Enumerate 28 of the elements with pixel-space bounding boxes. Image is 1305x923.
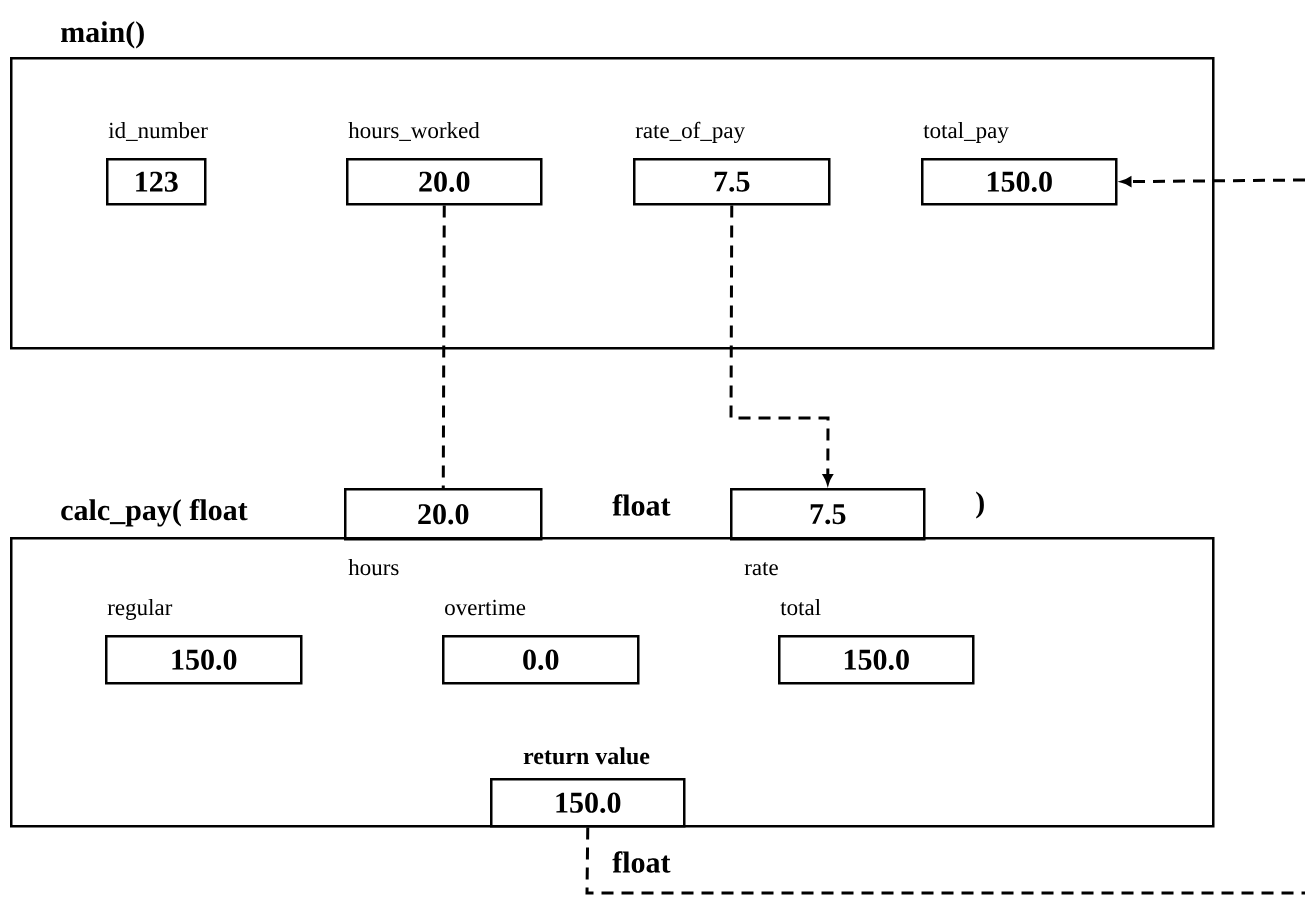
heading: calc_pay( float <box>61 498 248 527</box>
type-label: float <box>612 494 671 516</box>
value-box: 123 <box>106 158 207 206</box>
value-box: 7.5 <box>730 488 926 541</box>
variable-name: id_number <box>108 122 208 141</box>
variable-name: hours_worked <box>348 122 480 141</box>
variable-name: total_pay <box>923 122 1009 143</box>
value-box: 7.5 <box>633 158 831 206</box>
value-box: 20.0 <box>344 488 543 541</box>
value-box: 150.0 <box>778 635 975 685</box>
variable-name: total <box>780 599 821 616</box>
heading: main() <box>61 21 144 49</box>
parameter-name: rate <box>744 562 778 576</box>
connector <box>441 205 446 488</box>
variable-name: regular <box>107 599 173 620</box>
value-box: 0.0 <box>442 635 640 685</box>
value-box: 150.0 <box>921 158 1118 206</box>
variable-name: overtime <box>445 599 526 616</box>
closing-parenthesis: ) <box>976 491 984 519</box>
type-label: float <box>612 851 671 873</box>
value-box: 150.0 <box>105 635 303 685</box>
parameter-name: hours <box>348 559 399 576</box>
variable-name: rate_of_pay <box>635 121 745 143</box>
variable-name: return value <box>523 747 650 765</box>
value-box: 20.0 <box>346 158 543 206</box>
connector <box>729 205 833 485</box>
value-box: 150.0 <box>490 778 686 828</box>
connector <box>585 827 1305 895</box>
